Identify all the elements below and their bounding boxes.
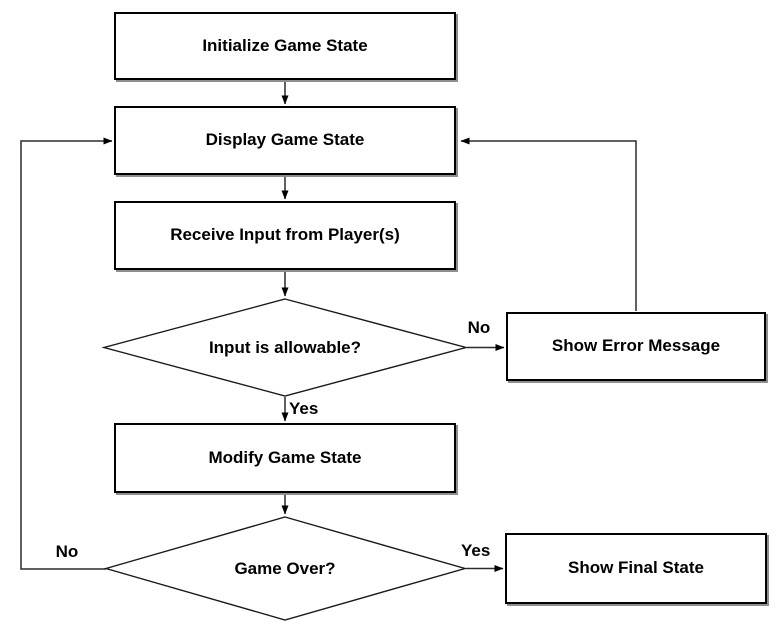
node-modify-label: Modify Game State xyxy=(208,447,362,467)
node-initialize-label: Initialize Game State xyxy=(202,35,368,55)
edge-error-display-return xyxy=(460,137,637,311)
node-receive-label: Receive Input from Player(s) xyxy=(170,225,400,245)
edge-label-yes-to-modify: Yes xyxy=(289,399,319,418)
decision-diamond-input-allowable xyxy=(101,298,469,397)
edge-label-no-to-display: No xyxy=(55,542,79,561)
decision-diamond-game-over xyxy=(103,516,468,621)
node-modify-game-state: Modify Game State xyxy=(114,423,456,493)
edge-gameover-display-no xyxy=(20,137,113,570)
node-error-label: Show Error Message xyxy=(551,336,721,356)
node-display-game-state: Display Game State xyxy=(114,106,456,175)
node-show-error-message: Show Error Message xyxy=(506,312,766,381)
node-final-label: Show Final State xyxy=(567,558,705,578)
node-show-final-state: Show Final State xyxy=(505,533,767,604)
node-receive-input: Receive Input from Player(s) xyxy=(114,201,456,270)
edge-label-no-to-error: No xyxy=(467,318,491,337)
node-initialize-game-state: Initialize Game State xyxy=(114,12,456,80)
decision-game-over-label: Game Over? xyxy=(234,559,336,578)
node-display-label: Display Game State xyxy=(205,130,365,150)
decision-input-allowable-label: Input is allowable? xyxy=(208,338,362,357)
edge-label-yes-to-final: Yes xyxy=(461,541,491,560)
